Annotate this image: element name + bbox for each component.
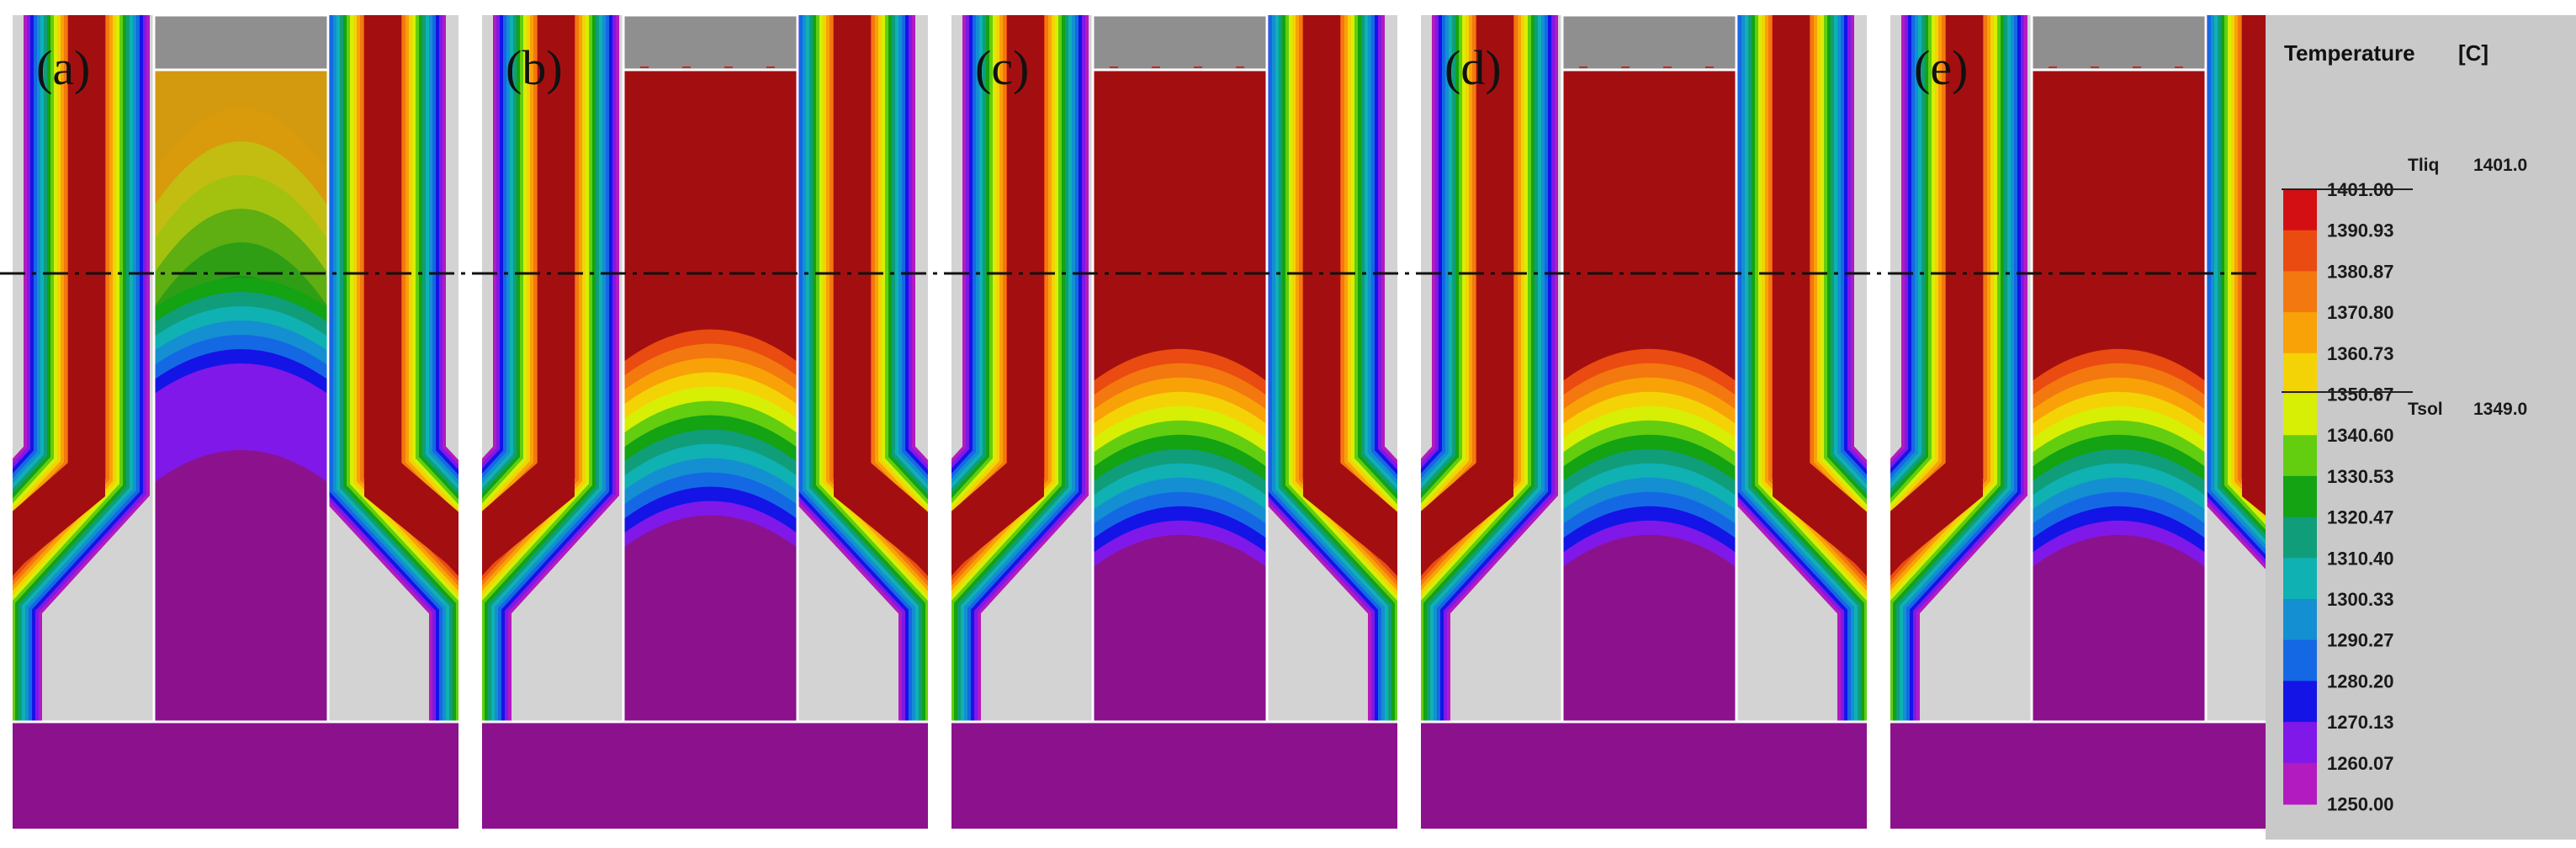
liquidus-name: Tliq bbox=[2408, 156, 2439, 175]
legend-background bbox=[2266, 15, 2576, 840]
feeder-top bbox=[1561, 13, 1738, 72]
legend-swatch bbox=[2283, 639, 2317, 682]
legend-tick-label: 1280.20 bbox=[2327, 670, 2394, 692]
mold-wall-left bbox=[482, 15, 575, 573]
legend-swatch bbox=[2283, 722, 2317, 764]
legend-tick-label: 1390.93 bbox=[2327, 220, 2394, 241]
legend-unit: [C] bbox=[2458, 40, 2489, 66]
legend-swatch bbox=[2283, 435, 2317, 477]
legend-tick-label: 1300.33 bbox=[2327, 589, 2394, 610]
base-plate bbox=[482, 722, 928, 829]
mold-wall-left bbox=[1890, 15, 1983, 573]
legend-tick-label: 1370.80 bbox=[2327, 302, 2394, 323]
mold-wall-left bbox=[951, 15, 1044, 573]
solidified-region bbox=[2032, 534, 2206, 722]
legend-swatch bbox=[2283, 475, 2317, 518]
mold-wall-right bbox=[834, 15, 928, 574]
legend-tick-label: 1270.13 bbox=[2327, 712, 2394, 733]
feeder-top bbox=[1091, 13, 1269, 72]
legend-tick-label: 1310.40 bbox=[2327, 548, 2394, 569]
casting-tube bbox=[623, 70, 798, 722]
casting-tube bbox=[2032, 70, 2206, 722]
legend-swatch bbox=[2283, 230, 2317, 273]
solidus-value: 1349.0 bbox=[2473, 400, 2527, 419]
legend-tick-labels: 1401.001390.931380.871370.801360.731350.… bbox=[2327, 179, 2394, 815]
legend-color-scale bbox=[2283, 189, 2317, 805]
panel-0: (a) bbox=[13, 13, 458, 829]
legend-swatch bbox=[2283, 558, 2317, 600]
panel-label: (a) bbox=[36, 40, 90, 95]
casting-tube bbox=[154, 70, 328, 722]
legend-swatch bbox=[2283, 394, 2317, 437]
panel-2: (c) bbox=[951, 13, 1397, 829]
legend-swatch bbox=[2283, 352, 2317, 395]
mold-wall-right bbox=[1773, 15, 1867, 574]
panel-1: (b) bbox=[482, 13, 928, 829]
solidus-name: Tsol bbox=[2408, 400, 2443, 419]
legend-tick-label: 1360.73 bbox=[2327, 343, 2394, 364]
legend-swatch bbox=[2283, 762, 2317, 805]
legend-swatch bbox=[2283, 271, 2317, 314]
solidified-region bbox=[154, 450, 328, 722]
solidified-region bbox=[1562, 534, 1736, 722]
casting-tube bbox=[1562, 70, 1736, 722]
base-plate bbox=[1890, 722, 2336, 829]
base-plate bbox=[951, 722, 1397, 829]
legend-swatch bbox=[2283, 189, 2317, 231]
base-plate bbox=[1421, 722, 1867, 829]
temperature-legend: Temperature [C] 1401.001390.931380.87137… bbox=[2266, 15, 2576, 840]
legend-tick-label: 1320.47 bbox=[2327, 507, 2394, 528]
legend-tick-label: 1260.07 bbox=[2327, 753, 2394, 774]
legend-title: Temperature bbox=[2284, 40, 2415, 66]
casting-tube bbox=[1093, 70, 1267, 722]
legend-tick-label: 1340.60 bbox=[2327, 425, 2394, 446]
feeder-top bbox=[622, 13, 799, 72]
base-plate bbox=[13, 722, 458, 829]
panel-label: (c) bbox=[975, 40, 1029, 95]
legend-tick-label: 1250.00 bbox=[2327, 794, 2394, 815]
mold-wall-right bbox=[364, 15, 458, 574]
panel-3: (d) bbox=[1421, 13, 1867, 829]
legend-swatch bbox=[2283, 312, 2317, 354]
feeder-top bbox=[152, 13, 330, 72]
solidified-region bbox=[623, 515, 798, 722]
mold-wall-left bbox=[1421, 15, 1513, 573]
panel-label: (b) bbox=[506, 40, 563, 95]
legend-tick-label: 1330.53 bbox=[2327, 466, 2394, 487]
mold-wall-left bbox=[13, 15, 105, 573]
simulation-panels: (a) (b) (c) (d) (e) bbox=[13, 13, 2336, 829]
legend-swatch bbox=[2283, 599, 2317, 641]
legend-tick-label: 1380.87 bbox=[2327, 261, 2394, 282]
liquidus-value: 1401.0 bbox=[2473, 156, 2527, 175]
feeder-top bbox=[2030, 13, 2208, 72]
panel-label: (e) bbox=[1914, 40, 1968, 95]
solidified-region bbox=[1093, 534, 1267, 722]
legend-tick-label: 1350.67 bbox=[2327, 384, 2394, 405]
legend-tick-label: 1290.27 bbox=[2327, 630, 2394, 651]
mold-wall-right bbox=[1303, 15, 1397, 574]
panel-label: (d) bbox=[1444, 40, 1502, 95]
legend-swatch bbox=[2283, 681, 2317, 723]
legend-swatch bbox=[2283, 517, 2317, 559]
